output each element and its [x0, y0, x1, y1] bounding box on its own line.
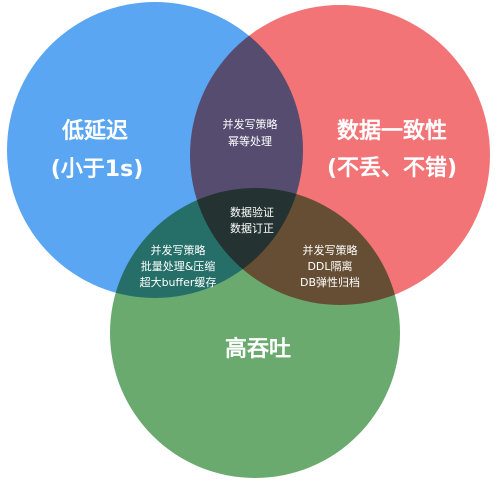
overlap-consistency-throughput-line3: DB弹性归档: [300, 275, 360, 289]
label-low-latency-subtitle: (小于1s): [51, 157, 144, 182]
label-data-consistency-title: 数据一致性: [337, 118, 447, 144]
overlap-center-line2: 数据订正: [230, 221, 274, 235]
overlap-consistency-throughput-line2: DDL隔离: [307, 259, 352, 273]
overlap-consistency-throughput-line1: 并发写策略: [303, 243, 358, 257]
label-high-throughput-title: 高吞吐: [225, 336, 291, 362]
overlap-latency-consistency-line2: 幂等处理: [228, 134, 272, 148]
overlap-center-line1: 数据验证: [230, 205, 274, 219]
overlap-latency-throughput-line1: 并发写策略: [151, 243, 206, 257]
overlap-latency-consistency-line1: 并发写策略: [223, 117, 278, 131]
circle-high-throughput: [110, 188, 400, 478]
overlap-latency-throughput-line2: 批量处理&压缩: [141, 259, 216, 273]
label-low-latency-title: 低延迟: [61, 119, 128, 144]
label-data-consistency-subtitle: (不丢、不错): [327, 155, 457, 181]
overlap-latency-throughput-line3: 超大buffer缓存: [140, 275, 217, 289]
